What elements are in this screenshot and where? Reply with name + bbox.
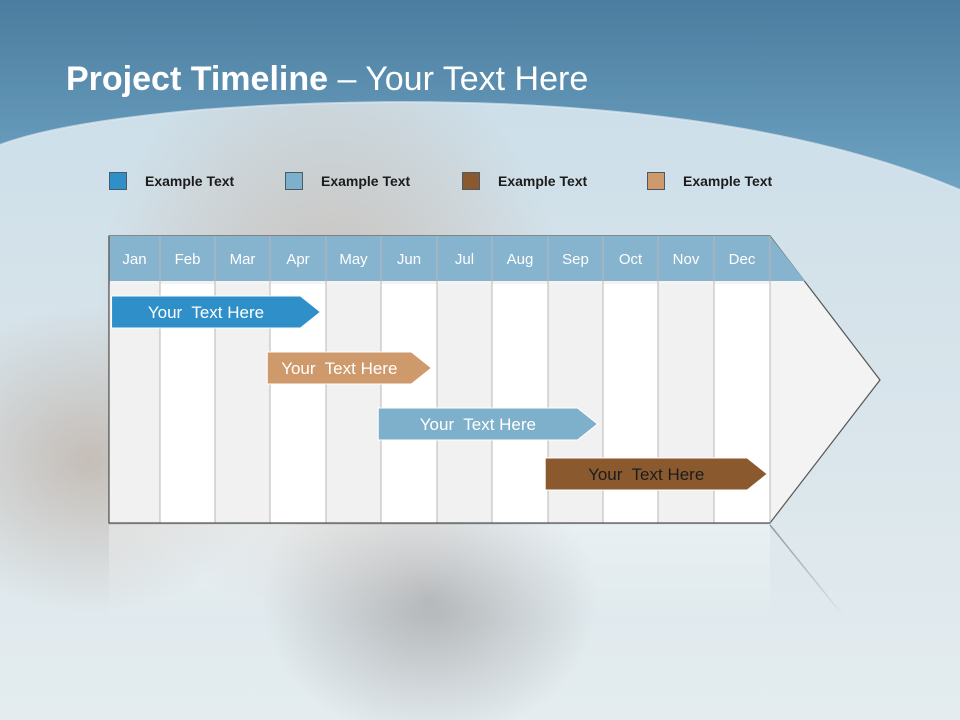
- title-rest: – Your Text Here: [328, 60, 589, 98]
- header-band: [0, 0, 960, 191]
- legend-label: Example Text: [145, 173, 235, 189]
- month-header-cell: [548, 236, 603, 281]
- task-bar: [266, 351, 433, 385]
- slide-title: Project Timeline – Your Text Here: [66, 60, 588, 99]
- legend-item-3: Example Text: [462, 170, 587, 192]
- task-label: Your Text Here: [148, 303, 264, 322]
- month-label: Feb: [175, 251, 201, 268]
- legend-swatch: [285, 172, 303, 190]
- month-label: Oct: [619, 251, 643, 268]
- month-header-cell: [215, 236, 270, 281]
- task-bar: [544, 457, 769, 491]
- task-label: Your Text Here: [420, 415, 536, 434]
- month-label: Mar: [230, 251, 256, 268]
- legend-label: Example Text: [498, 173, 588, 189]
- month-header-cell: [381, 236, 437, 281]
- month-label: Jul: [455, 251, 474, 268]
- legend-item-1: Example Text: [109, 170, 234, 192]
- legend-swatch: [647, 172, 665, 190]
- month-header-cell: [270, 236, 326, 281]
- task-bar: [111, 295, 322, 329]
- month-header-cell: [714, 236, 770, 281]
- reflection-edge: [769, 524, 846, 619]
- month-label: Aug: [507, 251, 534, 268]
- title-bold: Project Timeline: [66, 60, 329, 98]
- month-header-cell: [160, 236, 215, 281]
- task-label: Your Text Here: [588, 465, 704, 484]
- month-header-cell: [603, 236, 658, 281]
- legend-item-4: Example Text: [647, 170, 772, 192]
- legend-swatch: [109, 172, 127, 190]
- legend-label: Example Text: [683, 173, 773, 189]
- month-label: Nov: [673, 251, 700, 268]
- month-header-cell: [437, 236, 492, 281]
- month-label: Dec: [729, 251, 756, 268]
- arrow-header-tip: [770, 236, 805, 281]
- month-header-cell: [492, 236, 548, 281]
- chart-reflection: [109, 525, 770, 620]
- legend-swatch: [462, 172, 480, 190]
- legend-item-2: Example Text: [285, 170, 410, 192]
- legend-label: Example Text: [321, 173, 411, 189]
- month-header-cell: [658, 236, 714, 281]
- month-label: Sep: [562, 251, 589, 268]
- month-column: [437, 284, 492, 523]
- month-label: May: [339, 251, 368, 268]
- task-label: Your Text Here: [281, 359, 397, 378]
- month-column: [492, 284, 548, 523]
- task-bar: [377, 407, 599, 441]
- month-label: Jun: [397, 251, 421, 268]
- month-header-cell: [326, 236, 381, 281]
- month-header-cell: [109, 236, 160, 281]
- month-label: Jan: [122, 251, 146, 268]
- month-label: Apr: [286, 251, 309, 268]
- month-column: [326, 284, 381, 523]
- month-column: [381, 284, 437, 523]
